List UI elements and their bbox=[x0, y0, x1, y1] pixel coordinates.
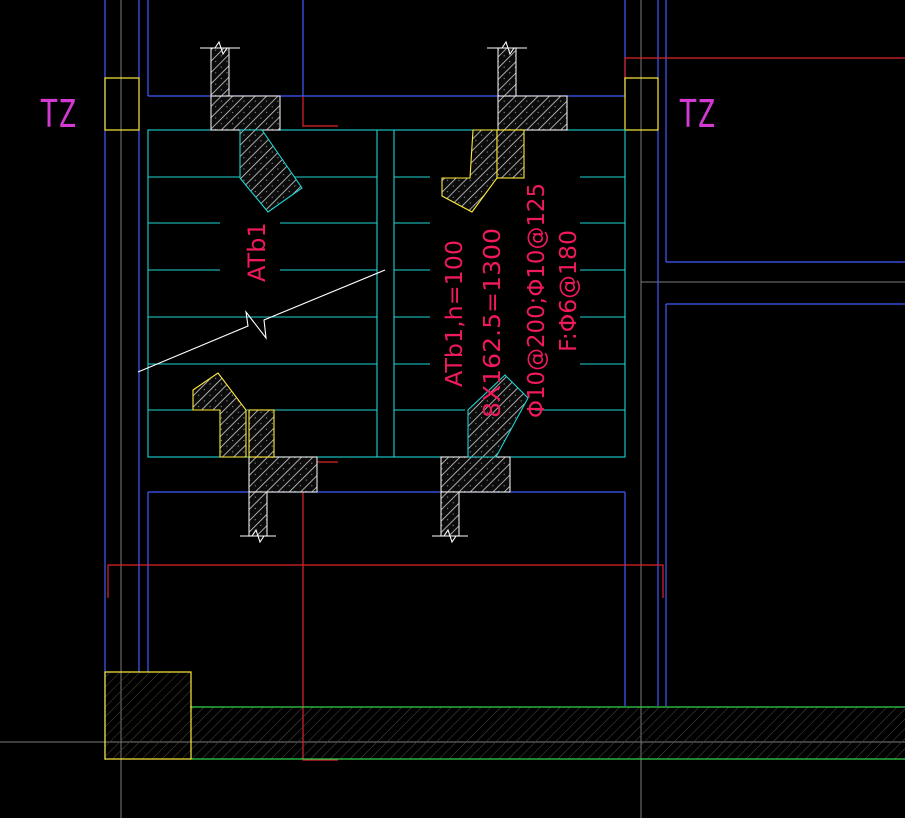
labels: TZ TZ ATb1 ATb1,h=100 8X162.5=1300 Φ10@2… bbox=[40, 92, 715, 418]
slab-strip bbox=[190, 706, 905, 760]
stair-slab-cut bbox=[239, 129, 303, 213]
columns bbox=[104, 77, 659, 760]
stair-flights bbox=[147, 129, 626, 458]
right-flight-treads bbox=[394, 176, 625, 411]
tz-label-right: TZ bbox=[679, 92, 715, 136]
tz-label-left: TZ bbox=[40, 92, 76, 136]
beam-section bbox=[440, 456, 511, 493]
stair-slab-cut bbox=[467, 374, 529, 458]
landing-knee-beam bbox=[248, 409, 275, 458]
beam-section bbox=[210, 95, 281, 131]
atb1-name-label: ATb1 bbox=[243, 222, 271, 282]
column-tz-right bbox=[624, 77, 659, 131]
break-symbol bbox=[200, 40, 240, 56]
landing-knee-beam bbox=[496, 129, 525, 179]
break-symbol bbox=[432, 528, 468, 544]
beam-section bbox=[440, 491, 460, 537]
red-line bbox=[302, 462, 338, 761]
red-line bbox=[624, 57, 905, 80]
landing-knee bbox=[192, 372, 247, 458]
stair-outline bbox=[147, 129, 626, 458]
spec-line-4: F:Φ6@180 bbox=[556, 230, 582, 352]
red-lines bbox=[107, 57, 905, 761]
spec-line-3: Φ10@200;Φ10@125 bbox=[524, 183, 550, 418]
slab-strip-hatch bbox=[190, 707, 905, 759]
beam-section bbox=[248, 456, 318, 493]
landing-knee bbox=[441, 129, 498, 213]
spec-line-2: 8X162.5=1300 bbox=[480, 228, 506, 418]
beam-section bbox=[497, 47, 517, 97]
spec-line-1: ATb1,h=100 bbox=[442, 240, 468, 387]
break-symbols bbox=[137, 40, 527, 544]
red-line bbox=[107, 564, 664, 598]
column-tz-left bbox=[104, 77, 140, 131]
left-flight-treads bbox=[148, 176, 377, 411]
stair-cut-line bbox=[137, 269, 386, 373]
break-symbol bbox=[487, 40, 527, 56]
beam-section bbox=[497, 95, 568, 131]
beam-section bbox=[210, 47, 230, 97]
beam-sections bbox=[192, 47, 568, 537]
break-symbol bbox=[240, 528, 276, 544]
beam-section bbox=[248, 491, 268, 537]
red-line bbox=[302, 96, 338, 127]
column-corner bbox=[104, 671, 192, 760]
